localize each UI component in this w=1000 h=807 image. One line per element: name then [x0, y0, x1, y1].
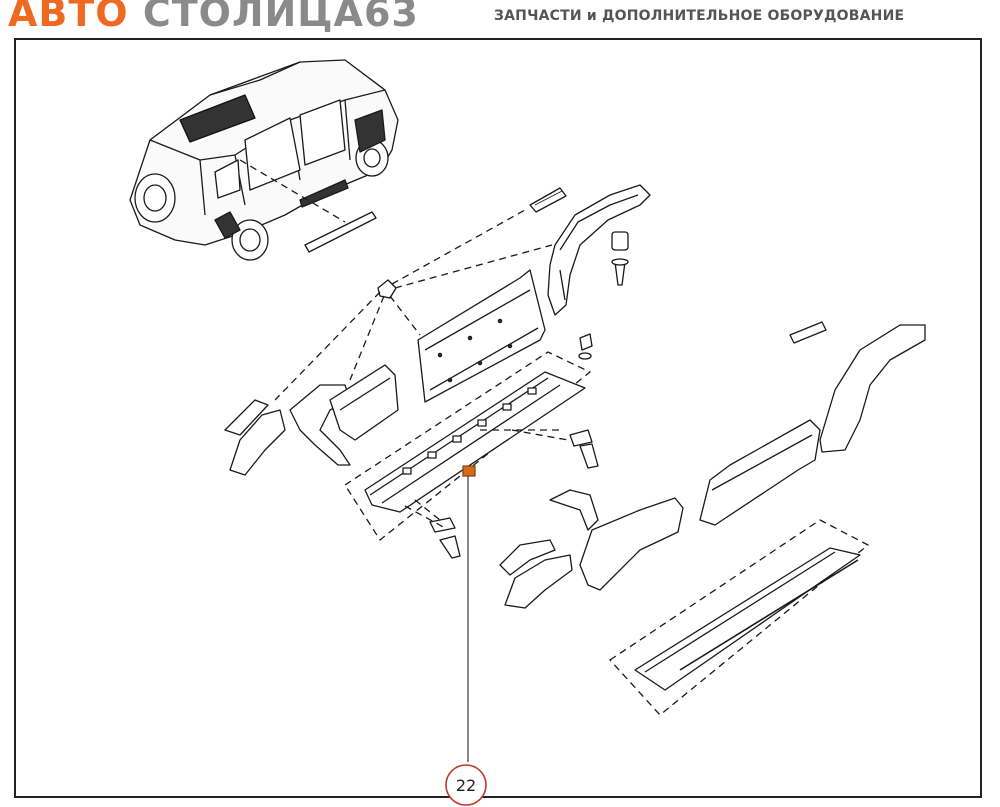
front-fender-piece [229, 409, 286, 476]
front-door-panel [329, 364, 399, 441]
tagline: ЗАПЧАСТИ и ДОПОЛНИТЕЛЬНОЕ ОБОРУДОВАНИЕ [494, 8, 905, 24]
right-front-arch [549, 489, 599, 531]
vehicle-overview [129, 59, 399, 261]
right-front-door-panel [579, 497, 684, 591]
right-sill [634, 547, 861, 691]
callout-22: 22 [445, 764, 487, 806]
right-rear-fender [819, 324, 926, 453]
highlighted-part-22 [462, 465, 476, 477]
diagram-frame [14, 38, 982, 798]
sill-group-box [344, 351, 591, 541]
header-banner: АВТО СТОЛИЦА63 ЗАПЧАСТИ и ДОПОЛНИТЕЛЬНОЕ… [0, 0, 1000, 40]
right-front-fender-piece [504, 554, 573, 609]
brand-part-1: АВТО [8, 0, 143, 35]
trim-strip [304, 211, 377, 253]
leader-line [239, 159, 346, 223]
callout-label: 22 [456, 776, 476, 795]
rear-fender-arch [547, 184, 651, 316]
right-rear-door-panel [699, 419, 821, 526]
right-sill-group-box [609, 519, 869, 716]
sill-assembly [364, 371, 586, 513]
brand-part-2: СТОЛИЦА63 [142, 0, 419, 35]
brand-logo: АВТО СТОЛИЦА63 [8, 0, 419, 32]
center-clip [377, 279, 397, 299]
leader-lines [274, 209, 553, 401]
front-trim-small [224, 399, 269, 436]
rear-door-panel [417, 269, 546, 403]
right-badge [789, 321, 827, 344]
clip-part [611, 231, 629, 251]
